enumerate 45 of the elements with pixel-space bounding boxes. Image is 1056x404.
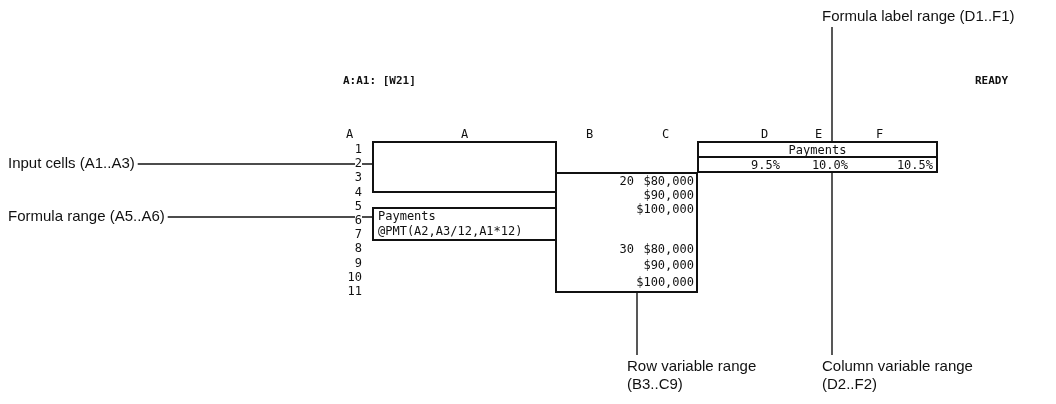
callout-label: Input cells (A1..A3) bbox=[8, 154, 135, 172]
row-number: 11 bbox=[347, 284, 362, 298]
cell-value: $80,000 bbox=[643, 242, 694, 256]
cell-value: Payments bbox=[787, 143, 848, 157]
column-header: A bbox=[346, 127, 354, 141]
cell-value: 30 bbox=[619, 242, 634, 256]
callout-label: Formula range (A5..A6) bbox=[8, 207, 165, 225]
callout-label: Column variable range (D2..F2) bbox=[822, 357, 1012, 393]
cell-value: $90,000 bbox=[643, 188, 694, 202]
leader-line bbox=[831, 172, 833, 356]
cell-range-outline bbox=[372, 141, 557, 193]
column-header: E bbox=[815, 127, 823, 141]
row-number: 5 bbox=[354, 198, 362, 213]
cell-value: $90,000 bbox=[643, 258, 694, 272]
cell-value: $100,000 bbox=[636, 202, 694, 216]
row-number: 4 bbox=[354, 184, 362, 199]
row-number: 6 bbox=[354, 213, 362, 227]
status-text: A:A1: [W21] bbox=[343, 74, 416, 88]
callout-label: Row variable range (B3..C9) bbox=[627, 357, 777, 393]
column-header: B bbox=[586, 127, 594, 141]
cell-value: Payments bbox=[378, 209, 436, 223]
status-text: READY bbox=[975, 74, 1009, 88]
cell-range-outline bbox=[697, 141, 938, 158]
column-header: D bbox=[761, 127, 769, 141]
cell-value: @PMT(A2,A3/12,A1*12) bbox=[378, 224, 523, 238]
cell-range-outline bbox=[555, 172, 698, 293]
leader-line bbox=[831, 26, 833, 142]
cell-range-outline bbox=[697, 156, 938, 173]
leader-line bbox=[137, 163, 373, 165]
column-header: F bbox=[876, 127, 884, 141]
cell-value: 10.0% bbox=[811, 158, 848, 172]
row-number: 9 bbox=[354, 255, 362, 270]
leader-line bbox=[167, 216, 373, 218]
cell-value: 10.5% bbox=[896, 158, 933, 172]
leader-line bbox=[636, 292, 638, 356]
column-header: A bbox=[461, 127, 469, 141]
callout-label: Formula label range (D1..F1) bbox=[822, 7, 1015, 25]
cell-value: $80,000 bbox=[643, 174, 694, 188]
row-number: 10 bbox=[347, 269, 362, 284]
column-header: C bbox=[662, 127, 670, 141]
cell-value: $100,000 bbox=[636, 275, 694, 289]
cell-range-outline bbox=[372, 207, 557, 241]
cell-value: 20 bbox=[619, 174, 634, 188]
row-number: 1 bbox=[354, 142, 362, 156]
cell-value: 9.5% bbox=[751, 158, 780, 172]
